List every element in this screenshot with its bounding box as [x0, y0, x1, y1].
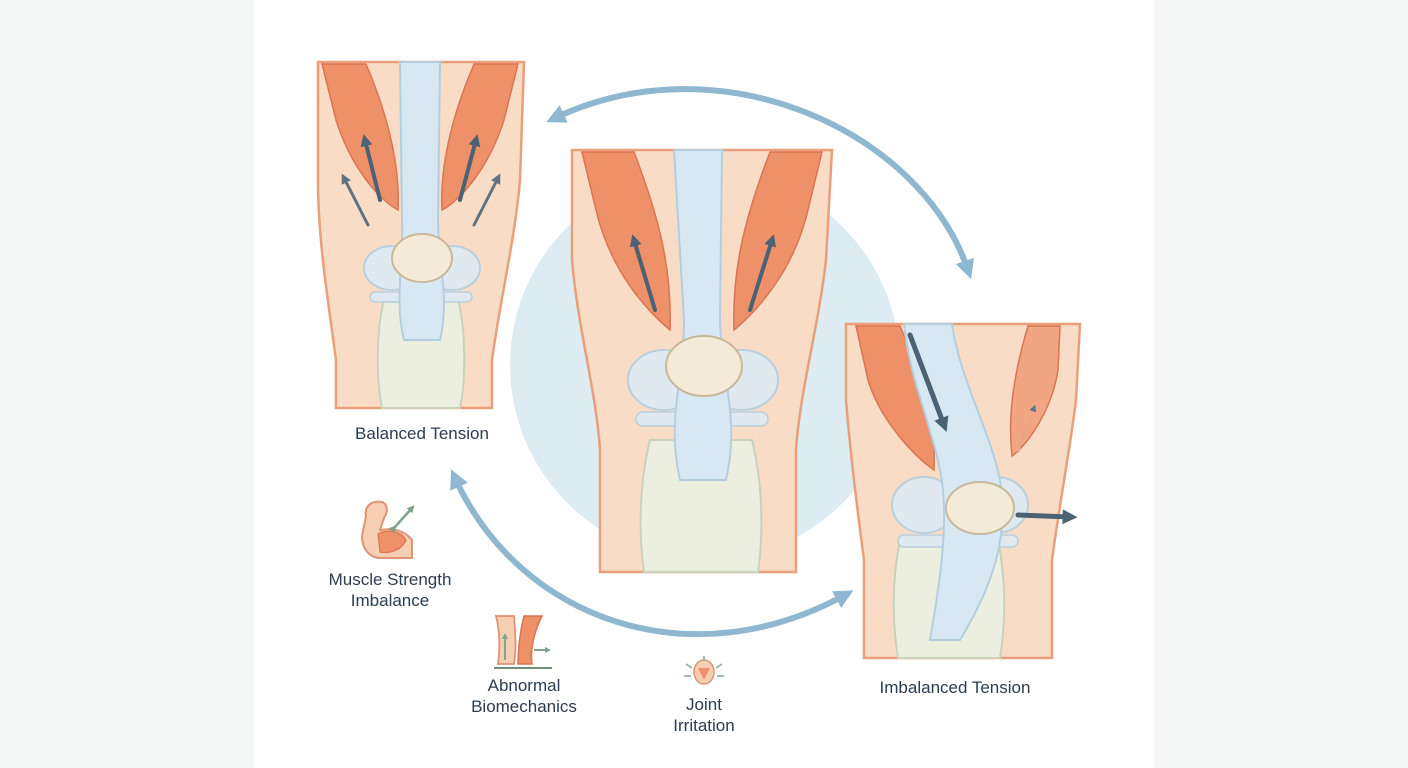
joint-label-line-1: Joint: [686, 695, 722, 714]
flexed-arm-icon: [360, 500, 415, 559]
balanced-knee-illustration: [316, 60, 526, 410]
muscle-label-line-1: Muscle Strength: [328, 570, 452, 589]
cycle-arrow-bottom: [450, 469, 854, 638]
biomech-label-line-2: Biomechanics: [471, 697, 577, 716]
joint-label-line-2: Irritation: [673, 716, 735, 735]
leg-force-icon: [494, 615, 552, 669]
patellar-tendon: [398, 61, 445, 341]
cycle-arrows: [450, 86, 974, 638]
patella: [391, 233, 453, 283]
muscle-left: [321, 63, 399, 212]
imbalanced-tension-label: Imbalanced Tension: [879, 678, 1031, 697]
balanced-tension-label: Balanced Tension: [355, 424, 489, 443]
biomech-label-line-1: Abnormal: [487, 676, 561, 695]
muscle-label-line-2: Imbalance: [350, 591, 430, 610]
muscle-strength-imbalance-label: Muscle Strength Imbalance: [300, 569, 480, 611]
center-knee-illustration: [570, 148, 834, 574]
irritated-joint-icon: [684, 656, 724, 685]
joint-irritation-label: Joint Irritation: [654, 694, 754, 736]
cycle-arrow-top: [546, 86, 974, 280]
imbalanced-knee-illustration: [844, 322, 1082, 660]
abnormal-biomechanics-label: Abnormal Biomechanics: [444, 675, 604, 717]
